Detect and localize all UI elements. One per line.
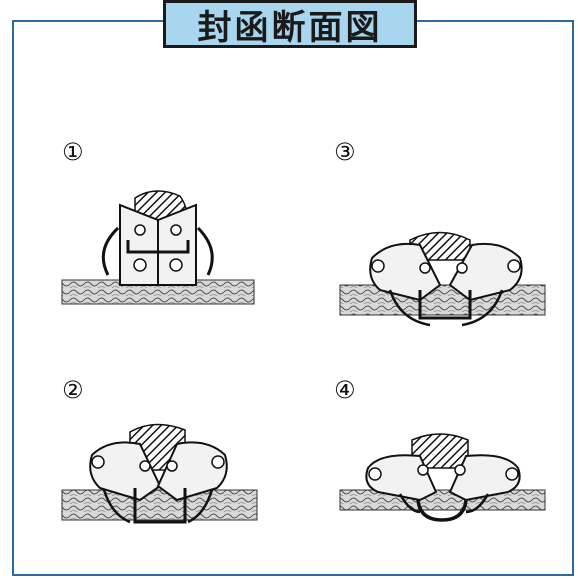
- clip-arm-left-1: [101, 226, 120, 276]
- clip-right-4: [448, 454, 521, 502]
- carton-board-3: [339, 284, 546, 316]
- diagram-1: [61, 190, 255, 305]
- diagram-4: [339, 433, 546, 522]
- staple-1: [126, 240, 190, 254]
- staple-3: [418, 290, 472, 320]
- clip-left-1: [119, 203, 159, 286]
- clip-arm-right-1: [196, 226, 214, 276]
- figure-title: 封函断面図: [163, 0, 417, 48]
- diagram-label-2: ②: [62, 376, 84, 404]
- diagram-3: [339, 231, 546, 327]
- staple-2: [133, 488, 187, 524]
- clip-right-3: [448, 242, 523, 302]
- diagram-label-3: ③: [334, 138, 356, 166]
- clip-right-2: [156, 441, 228, 502]
- diagram-2: [61, 423, 258, 524]
- carton-board-2: [61, 489, 258, 521]
- diagram-label-1: ①: [62, 138, 84, 166]
- clip-left-3: [369, 242, 442, 302]
- carton-board-4: [339, 489, 546, 511]
- staple-4: [416, 499, 468, 522]
- diagram-label-4: ④: [334, 376, 356, 404]
- clip-right-1: [157, 203, 197, 286]
- clip-left-2: [89, 441, 162, 502]
